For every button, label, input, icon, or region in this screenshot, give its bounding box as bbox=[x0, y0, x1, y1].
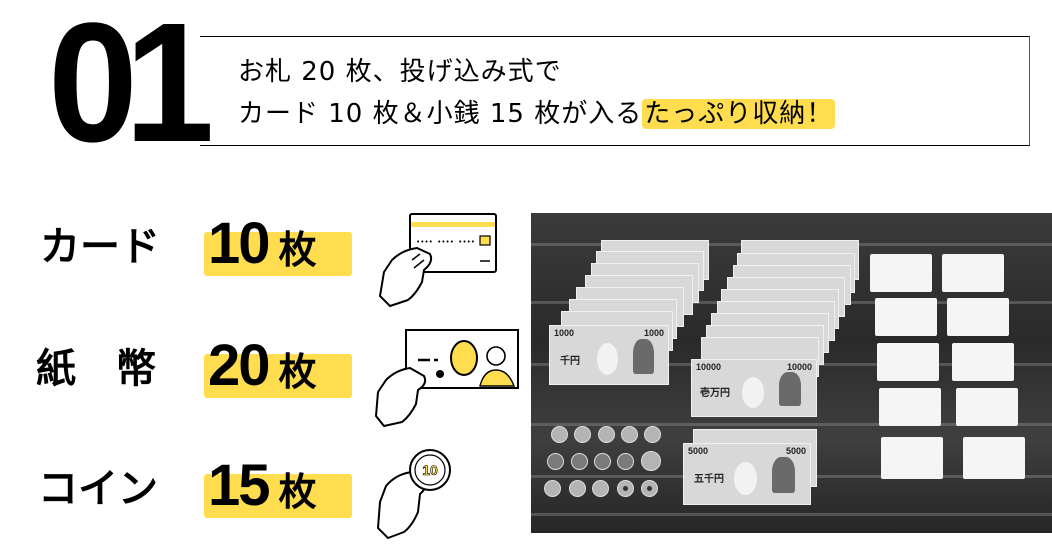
card bbox=[952, 343, 1014, 381]
svg-text:•••• •••• ••••: •••• •••• •••• bbox=[416, 238, 475, 246]
item-unit: 枚 bbox=[278, 228, 317, 272]
card bbox=[870, 254, 932, 292]
item-label: コイン bbox=[38, 466, 158, 512]
item-label: カード bbox=[40, 224, 160, 270]
card bbox=[879, 388, 941, 426]
header-number: 01 bbox=[48, 0, 214, 178]
card bbox=[942, 254, 1004, 292]
bill-1000: 1000 1000 千円 bbox=[549, 325, 669, 385]
card bbox=[875, 298, 937, 336]
highlight-bar bbox=[204, 474, 352, 518]
item-unit: 枚 bbox=[278, 470, 317, 514]
bill-5000: 5000 5000 五千円 bbox=[683, 443, 811, 505]
item-unit: 枚 bbox=[278, 350, 317, 394]
headline-line-2-text: カード 10 枚＆小銭 15 枚が入る bbox=[238, 99, 643, 129]
item-label: 紙 幣 bbox=[36, 346, 156, 392]
highlight-bar bbox=[204, 232, 352, 276]
product-photo: 1000 1000 千円 10000 10000 壱万円 5000 5000 五… bbox=[531, 213, 1052, 533]
headline-line-1: お札 20 枚、投げ込み式で bbox=[238, 57, 562, 87]
hand-holding-bill-icon bbox=[375, 329, 519, 427]
card bbox=[956, 388, 1018, 426]
item-count: 20 bbox=[208, 333, 271, 398]
highlight-bar bbox=[204, 354, 352, 398]
headline-line-2: カード 10 枚＆小銭 15 枚が入るたっぷり収納！ bbox=[238, 98, 836, 130]
item-count: 10 bbox=[208, 211, 271, 276]
card bbox=[963, 437, 1025, 479]
item-count: 15 bbox=[208, 453, 271, 518]
hand-holding-card-icon: •••• •••• •••• bbox=[379, 213, 497, 307]
card bbox=[877, 343, 939, 381]
card bbox=[947, 298, 1009, 336]
card bbox=[881, 437, 943, 479]
bill-10000: 10000 10000 壱万円 bbox=[691, 359, 817, 417]
headline-highlight: たっぷり収納！ bbox=[642, 99, 836, 129]
headline-box bbox=[200, 36, 1030, 146]
coin-value: 10 bbox=[422, 462, 438, 478]
hand-holding-coin-icon: 10 bbox=[377, 449, 451, 539]
